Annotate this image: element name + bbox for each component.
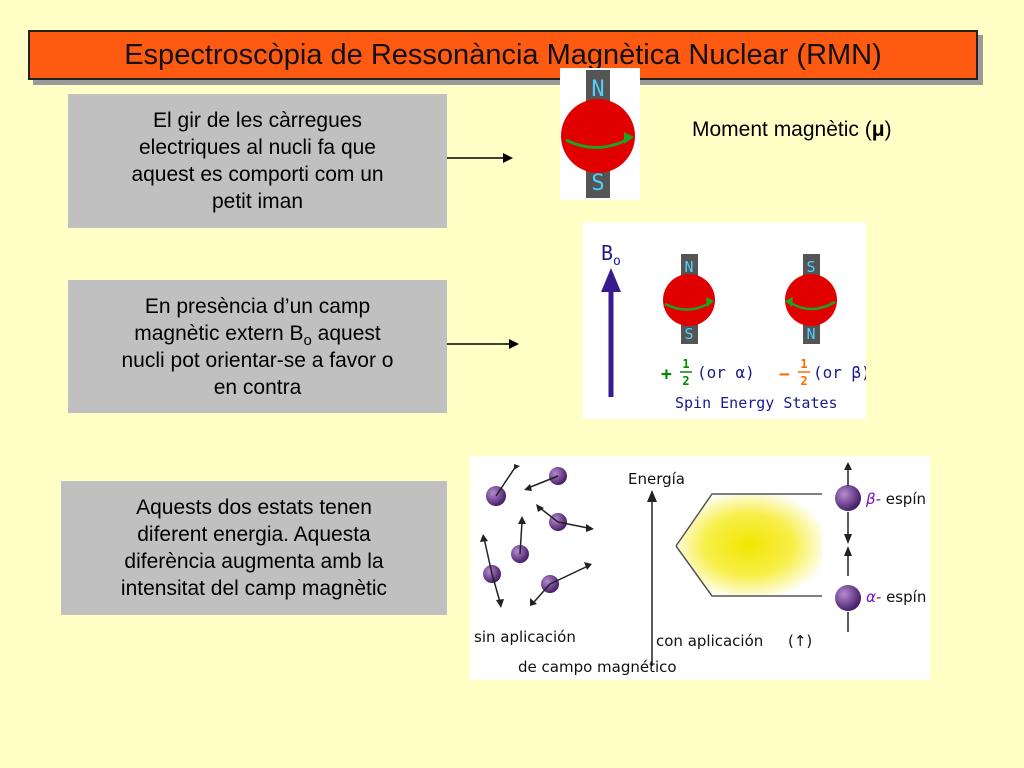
page-title: Espectroscòpia de Ressonància Magnètica … bbox=[124, 38, 882, 71]
box2-line: en contra bbox=[213, 375, 302, 399]
box1-line: El gir de les càrregues bbox=[153, 109, 362, 132]
alpha-text: (or α) bbox=[697, 363, 755, 382]
alpha-south-label: S bbox=[684, 325, 693, 343]
beta-spin-particle bbox=[835, 485, 861, 511]
box3-line: Aquests dos estats tenen bbox=[136, 496, 372, 519]
box3-line: diferent energia. Aquesta bbox=[137, 523, 371, 546]
magnetic-moment-label: Moment magnètic (μ) bbox=[692, 118, 892, 141]
minus-sign: − bbox=[779, 364, 790, 385]
nucleus-sphere bbox=[561, 99, 635, 173]
energy-axis-label: Energía bbox=[628, 470, 685, 488]
spin-states-caption: Spin Energy States bbox=[675, 394, 838, 412]
arrow-right-icon bbox=[447, 339, 519, 349]
arrow-up-icon bbox=[844, 546, 852, 556]
box1-line: petit iman bbox=[211, 190, 304, 213]
box2-line: En presència d’un camp bbox=[144, 294, 371, 318]
beta-text: (or β) bbox=[813, 363, 866, 382]
energy-axis-arrow-icon bbox=[647, 490, 657, 502]
alpha-spin-particle bbox=[835, 585, 861, 611]
title-bar: Espectroscòpia de Ressonància Magnètica … bbox=[28, 30, 978, 80]
text-box-spinning-charges: El gir de les càrregues electriques al n… bbox=[68, 94, 447, 228]
box1-line: electriques al nucli fa que bbox=[139, 136, 376, 159]
beta-spin-label: β- espín bbox=[865, 490, 926, 508]
alpha-nucleus bbox=[663, 274, 715, 326]
text-box-external-field: En presència d’un camp magnètic extern B… bbox=[68, 280, 447, 413]
box2-line: nucli pot orientar-se a favor o bbox=[121, 348, 394, 372]
magnet-south-label: S bbox=[591, 171, 604, 196]
plus-denominator: 2 bbox=[682, 374, 689, 388]
plus-sign: + bbox=[661, 364, 672, 385]
text-box-energy-difference: Aquests dos estats tenen diferent energi… bbox=[61, 481, 447, 615]
beta-north-label: N bbox=[806, 325, 815, 343]
random-spins bbox=[480, 464, 594, 608]
field-label: Bo bbox=[601, 241, 621, 269]
with-field-caption: con aplicación bbox=[656, 632, 763, 650]
box3-line: diferència augmenta amb la bbox=[124, 550, 384, 573]
mu-symbol: μ bbox=[871, 118, 885, 141]
arrow-right-icon bbox=[447, 153, 513, 163]
alpha-north-label: N bbox=[684, 258, 693, 276]
plus-numerator: 1 bbox=[682, 357, 689, 371]
field-symbol: (↑) bbox=[788, 632, 812, 650]
magnet-north-label: N bbox=[591, 77, 604, 102]
magnetic-field-caption: de campo magnético bbox=[518, 658, 677, 676]
box3-line: intensitat del camp magnètic bbox=[120, 577, 388, 600]
without-field-caption: sin aplicación bbox=[474, 628, 576, 646]
nuclear-magnet-image: N S bbox=[560, 68, 640, 200]
field-arrowhead-icon bbox=[601, 268, 621, 292]
beta-south-label: S bbox=[806, 258, 815, 276]
spin-energy-states-diagram: Bo N S S N + 1 2 (or α) − 1 2 (or β) Spi… bbox=[583, 222, 866, 419]
minus-numerator: 1 bbox=[800, 357, 807, 371]
energy-splitting-diagram: Energía β- espín α- espín sin aplicación… bbox=[470, 456, 930, 680]
beta-nucleus bbox=[785, 274, 837, 326]
arrow-down-icon bbox=[844, 534, 852, 544]
alpha-spin-label: α- espín bbox=[866, 588, 926, 606]
minus-denominator: 2 bbox=[800, 374, 807, 388]
box1-line: aquest es comporti com un bbox=[131, 163, 384, 186]
box2-line: magnètic extern Bo aquest bbox=[134, 321, 381, 349]
